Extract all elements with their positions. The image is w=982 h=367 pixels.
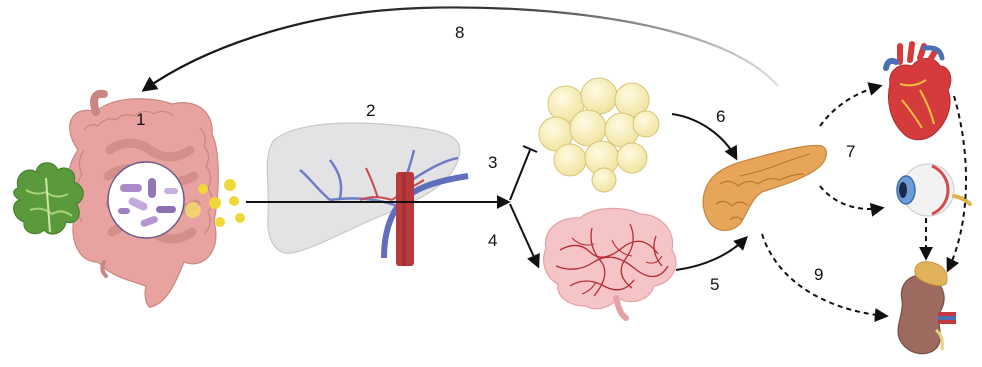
label-step-9: 9 xyxy=(814,265,823,284)
liver-icon xyxy=(267,123,468,266)
arrow-7-heart xyxy=(820,86,880,126)
label-step-4: 4 xyxy=(488,231,497,250)
arrow-4 xyxy=(510,204,538,266)
arrow-9 xyxy=(762,234,886,316)
adipose-tissue-icon xyxy=(539,78,659,192)
label-step-2: 2 xyxy=(366,101,375,120)
heart-icon xyxy=(886,44,951,140)
kidney-icon xyxy=(898,262,956,354)
label-step-8: 8 xyxy=(455,23,464,42)
label-step-1: 1 xyxy=(136,110,145,129)
inhibit-3 xyxy=(510,150,530,200)
pancreas-icon xyxy=(703,145,826,230)
label-step-5: 5 xyxy=(710,275,719,294)
label-step-3: 3 xyxy=(488,153,497,172)
brain-icon xyxy=(544,208,676,318)
eye-icon xyxy=(897,164,970,216)
arrow-7-eye xyxy=(820,186,882,209)
arrow-5 xyxy=(676,238,746,270)
label-step-7: 7 xyxy=(846,142,855,161)
arrow-8 xyxy=(144,7,778,90)
microbiota-magnifier-icon xyxy=(108,162,184,238)
label-step-6: 6 xyxy=(716,107,725,126)
arrow-6 xyxy=(672,114,736,158)
